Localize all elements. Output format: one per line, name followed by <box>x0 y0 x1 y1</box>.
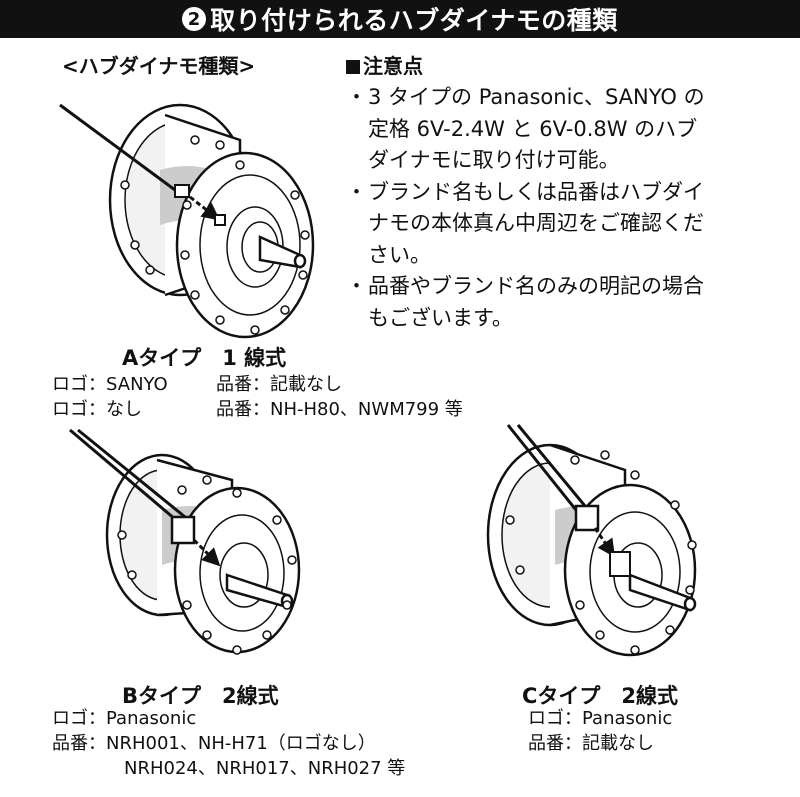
type-c-part: 品番：記載なし <box>528 733 654 754</box>
page-title: 取り付けられるハブダイナモの種類 <box>210 6 618 35</box>
notes-title-text: 注意点 <box>363 54 423 78</box>
note-bullet: ・ <box>346 85 367 109</box>
square-bullet-icon <box>346 60 360 74</box>
hub-a-illustration <box>59 103 315 339</box>
note-item: ・ 3 タイプの Panasonic、SANYO の 定格 6V-2.4W と … <box>346 82 766 177</box>
notes-title: 注意点 <box>346 50 423 79</box>
type-a-part-1: 品番：記載なし <box>216 374 342 395</box>
type-b-part-1: 品番：NRH001、NH-H71（ロゴなし） <box>52 733 376 754</box>
note-line: ダイナモに取り付け可能。 <box>368 148 620 172</box>
type-a-part-2: 品番：NH-H80、NWM799 等 <box>216 399 463 420</box>
section-number-badge: 2 <box>182 7 207 31</box>
hub-b-illustration <box>69 428 301 655</box>
note-line: ブランド名もしくは品番はハブダイ <box>368 179 704 204</box>
type-b-part-2: NRH024、NRH017、NRH027 等 <box>124 758 406 779</box>
type-b-logo: ロゴ：Panasonic <box>52 708 197 729</box>
hub-kinds-label: <ハブダイナモ種類> <box>62 54 256 78</box>
note-line: 定格 6V-2.4W と 6V-0.8W のハブ <box>368 116 698 141</box>
page-header: 2 取り付けられるハブダイナモの種類 <box>0 0 800 38</box>
note-line: もございます。 <box>368 305 513 330</box>
note-item: ・ ブランド名もしくは品番はハブダイ ナモの本体真ん中周辺をご確認くだ さい。 <box>346 177 766 272</box>
note-bullet: ・ <box>346 179 367 204</box>
type-b-label: Bタイプ 2線式 <box>122 684 279 708</box>
type-a-label: Aタイプ 1 線式 <box>122 346 287 370</box>
type-c-logo: ロゴ：Panasonic <box>528 708 673 729</box>
note-line: 3 タイプの Panasonic、SANYO の <box>368 85 705 109</box>
type-c-label: Cタイプ 2線式 <box>522 684 679 708</box>
type-a-logo-1: ロゴ：SANYO <box>52 374 168 395</box>
hub-c-illustration <box>486 424 697 657</box>
note-bullet: ・ <box>346 274 367 298</box>
note-line: さい。 <box>368 242 431 267</box>
type-a-logo-2: ロゴ：なし <box>52 399 142 420</box>
note-item: ・ 品番やブランド名のみの明記の場合 もございます。 <box>346 271 766 334</box>
note-line: 品番やブランド名のみの明記の場合 <box>368 274 704 298</box>
note-line: ナモの本体真ん中周辺をご確認くだ <box>368 211 704 235</box>
notes-list: ・ 3 タイプの Panasonic、SANYO の 定格 6V-2.4W と … <box>346 82 766 334</box>
